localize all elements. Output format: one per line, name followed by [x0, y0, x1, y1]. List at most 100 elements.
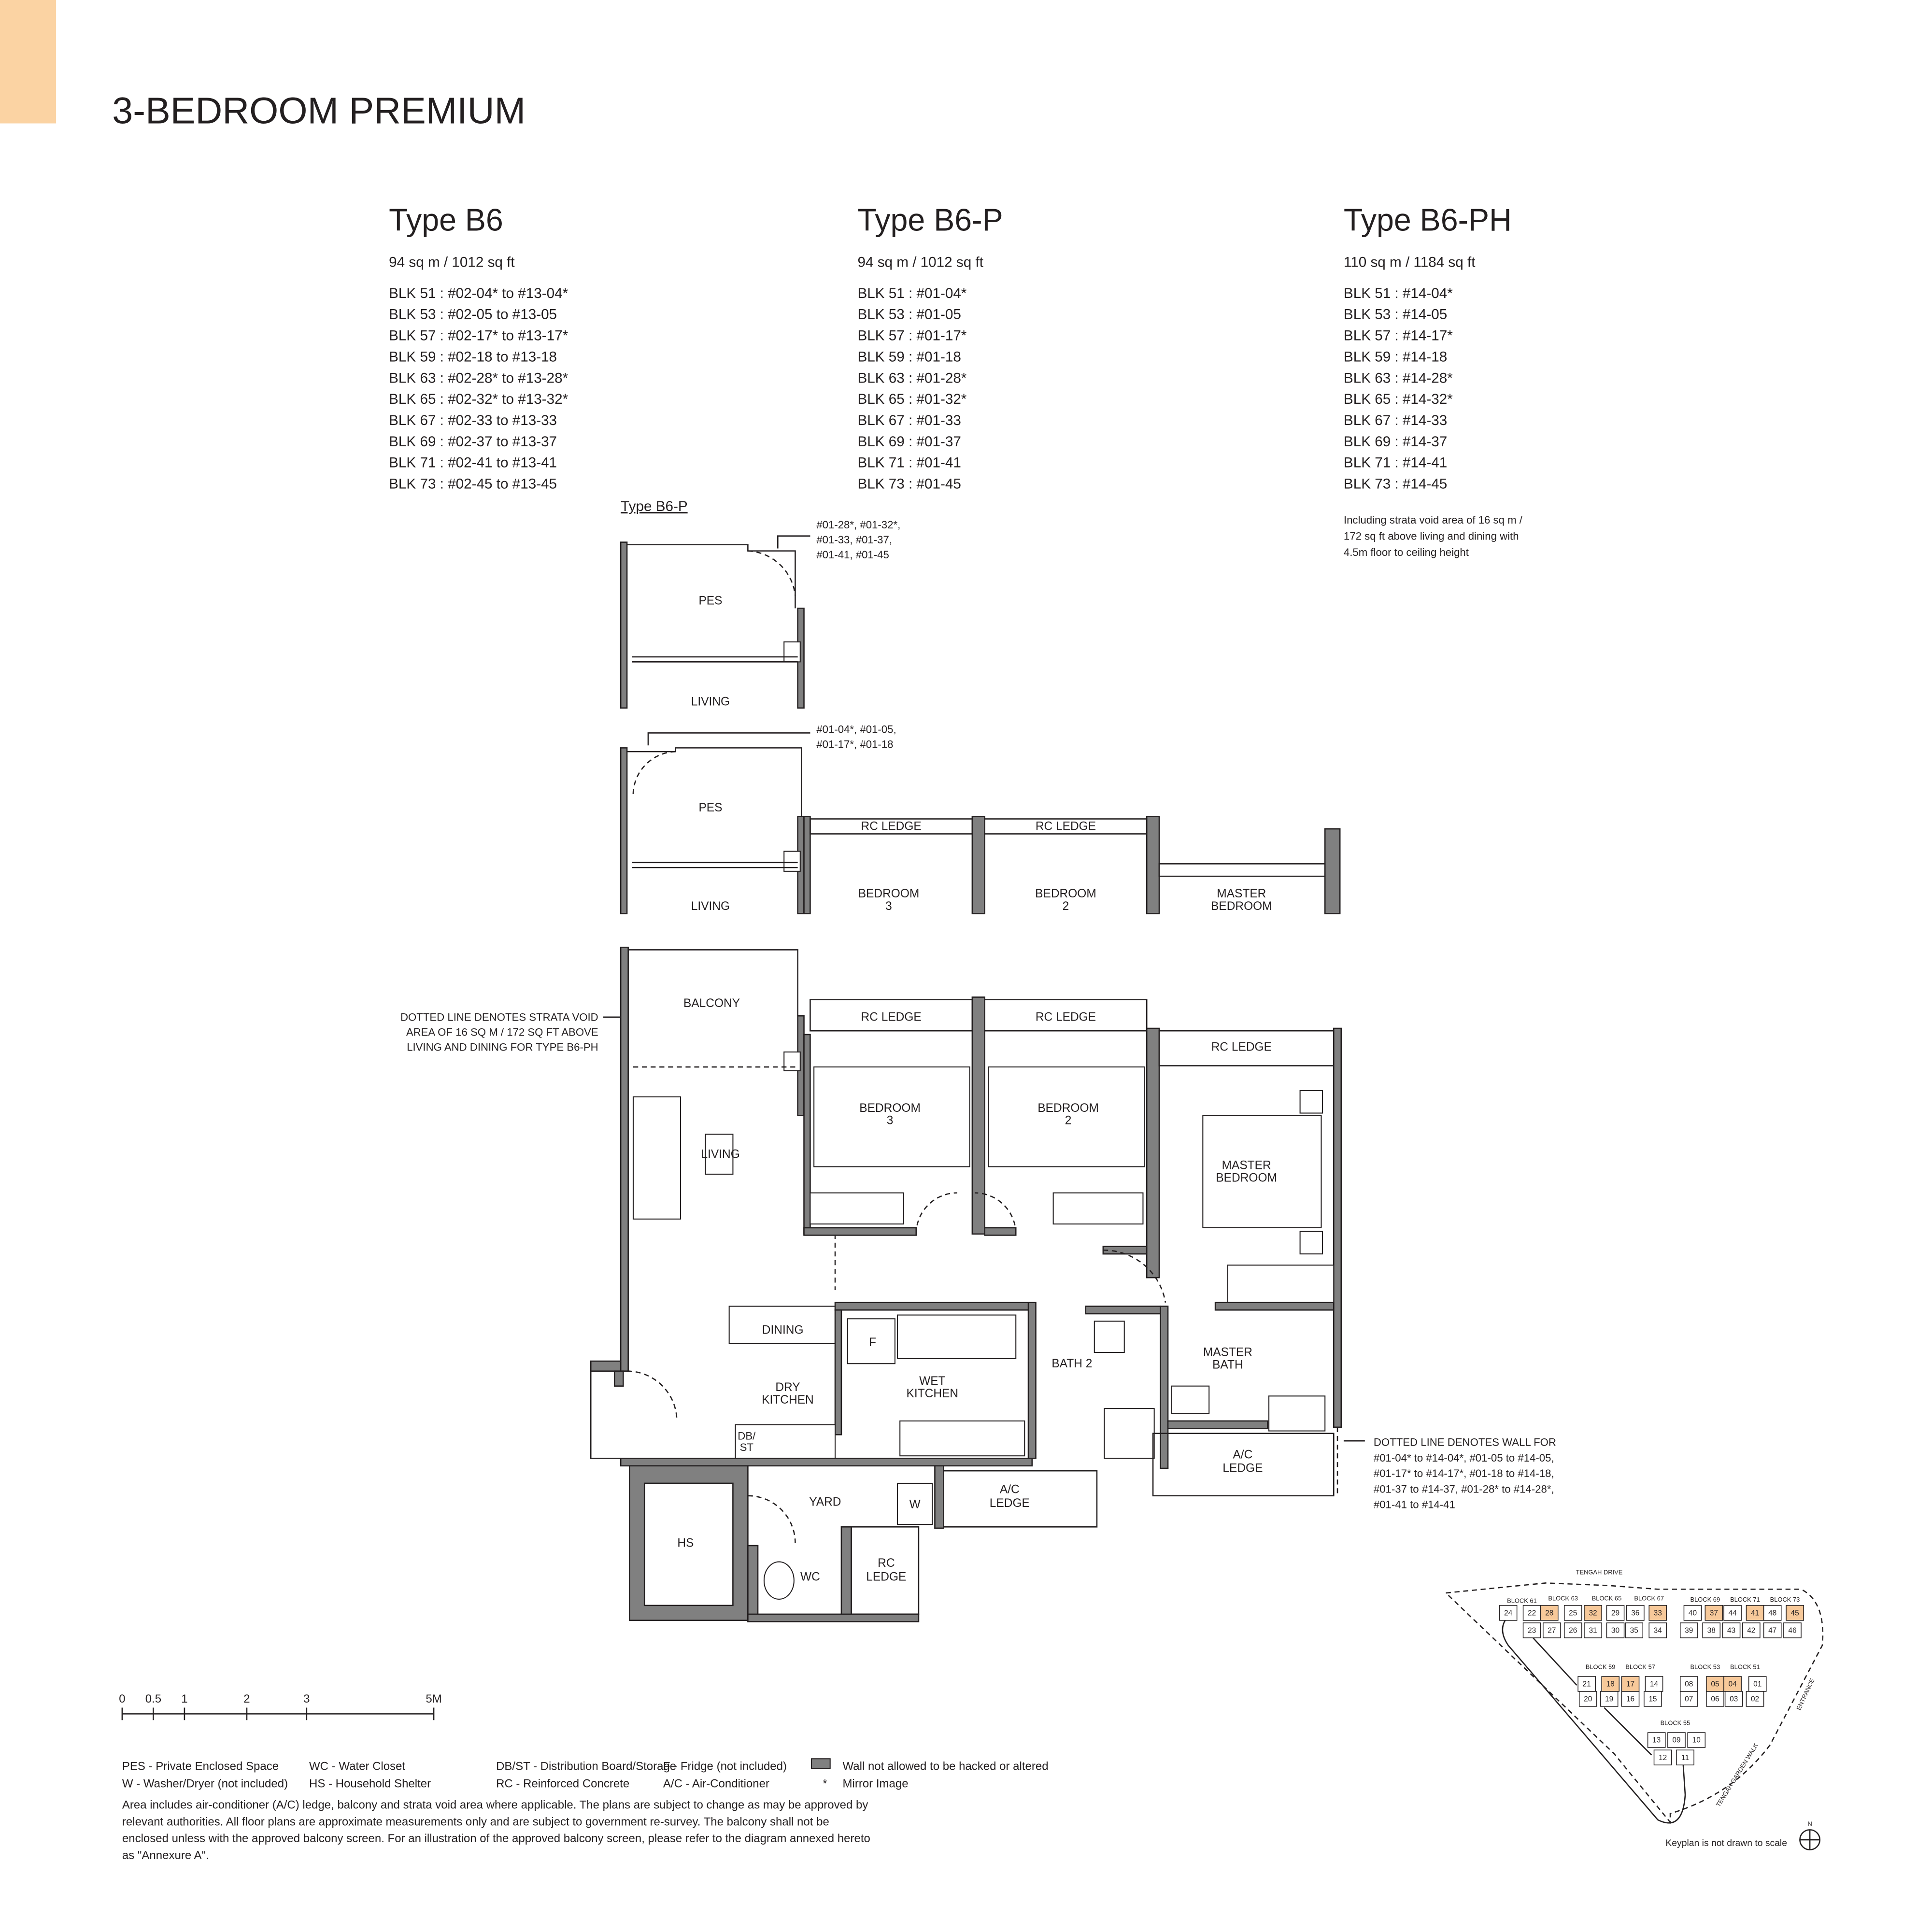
keyplan-unit-number: 15	[1648, 1695, 1657, 1704]
keyplan-unit	[1577, 1676, 1596, 1692]
keyplan-unit-number: 25	[1569, 1609, 1577, 1618]
keyplan-unit-number: 13	[1652, 1736, 1661, 1745]
block-label: BLOCK 73	[1770, 1596, 1800, 1603]
unit-range: BLK 51 : #14-04*	[1344, 285, 1453, 301]
unit-range: BLK 59 : #02-18 to #13-18	[389, 349, 557, 365]
room-living-2: LIVING	[691, 900, 730, 913]
unit-range: BLK 57 : #02-17* to #13-17*	[389, 328, 568, 344]
unit-range: BLK 67 : #02-33 to #13-33	[389, 412, 557, 428]
keyplan-unit	[1705, 1605, 1723, 1621]
unit-range: BLK 69 : #02-37 to #13-37	[389, 434, 557, 450]
keyplan-unit	[1679, 1622, 1698, 1638]
legend-item: RC - Reinforced Concrete	[496, 1777, 629, 1790]
keyplan-unit-number: 08	[1685, 1680, 1693, 1689]
keyplan-unit	[1584, 1605, 1602, 1621]
road-label: TENGAH DRIVE	[1576, 1568, 1623, 1576]
keyplan-unit-number: 06	[1711, 1695, 1719, 1704]
legend-item: HS - Household Shelter	[309, 1777, 431, 1790]
disclaimer-line: enclosed unless with the approved balcon…	[122, 1832, 870, 1845]
dotted-wall-note: #01-37 to #14-37, #01-28* to #14-28*,	[1374, 1483, 1554, 1495]
keyplan-unit-number: 45	[1791, 1609, 1799, 1618]
keyplan-unit-number: 05	[1711, 1680, 1719, 1689]
fridge-label: F	[869, 1336, 876, 1349]
keyplan-unit	[1648, 1605, 1667, 1621]
inset-note: #01-33, #01-37,	[816, 534, 892, 546]
svg-text:3: 3	[885, 900, 892, 913]
strata-void-note: AREA OF 16 SQ M / 172 SQ FT ABOVE	[406, 1026, 598, 1038]
room-bedroom2: BEDROOM	[1035, 887, 1096, 900]
keyplan-unit-number: 07	[1685, 1695, 1693, 1704]
keyplan-unit-number: 42	[1747, 1627, 1755, 1635]
unit-range: BLK 69 : #01-37	[857, 434, 961, 450]
inset-note-2: #01-04*, #01-05, #01-17*, #01-18	[816, 723, 896, 750]
keyplan-unit	[1679, 1691, 1698, 1707]
room-bedroom2-main: BEDROOM	[1037, 1102, 1099, 1115]
keyplan-unit-number: 34	[1654, 1627, 1662, 1635]
keyplan-unit-number: 10	[1692, 1736, 1701, 1745]
scale-tick-label: 3	[303, 1692, 310, 1705]
keyplan-unit	[1786, 1605, 1804, 1621]
room-rc-ledge-2: RC LEDGE	[1036, 820, 1096, 833]
legend-item: Wall not allowed to be hacked or altered	[843, 1760, 1049, 1773]
room-ac-ledge-master: A/C	[1233, 1448, 1252, 1461]
room-bath2: BATH 2	[1051, 1357, 1092, 1370]
keyplan-unit	[1543, 1622, 1561, 1638]
unit-range: BLK 67 : #14-33	[1344, 412, 1447, 428]
room-dining: DINING	[762, 1323, 804, 1336]
type-name: Type B6-P	[857, 202, 1003, 237]
keyplan-unit	[1499, 1605, 1518, 1621]
unit-range: BLK 59 : #14-18	[1344, 349, 1447, 365]
type-area: 94 sq m / 1012 sq ft	[389, 254, 515, 270]
keyplan-unit	[1606, 1605, 1625, 1621]
disclaimer-line: Area includes air-conditioner (A/C) ledg…	[122, 1799, 868, 1812]
room-living-main: LIVING	[701, 1148, 739, 1161]
scale-tick-label: 2	[243, 1692, 250, 1705]
keyplan-unit-number: 32	[1589, 1609, 1597, 1618]
keyplan-unit	[1563, 1605, 1582, 1621]
keyplan-unit-number: 03	[1730, 1695, 1738, 1704]
block-label: BLOCK 67	[1634, 1595, 1664, 1602]
unit-range: BLK 73 : #01-45	[857, 476, 961, 492]
entrance-label: ENTRANCE	[1795, 1677, 1816, 1711]
keyplan-unit	[1645, 1676, 1663, 1692]
dbst-label: DB/	[738, 1430, 756, 1442]
scale-tick-label: 1	[181, 1692, 187, 1705]
unit-range: BLK 65 : #02-32* to #13-32*	[389, 391, 568, 407]
svg-text:LEDGE: LEDGE	[1222, 1462, 1263, 1475]
keyplan-unit	[1783, 1622, 1802, 1638]
keyplan-unit-number: 27	[1548, 1627, 1556, 1635]
keyplan-unit-number: 17	[1626, 1680, 1634, 1689]
legend-item: W - Washer/Dryer (not included)	[122, 1777, 288, 1790]
dotted-wall-note: #01-41 to #14-41	[1374, 1499, 1455, 1511]
keyplan-unit-number: 01	[1753, 1680, 1762, 1689]
keyplan-unit-number: 29	[1611, 1609, 1619, 1618]
keyplan-unit-number: 43	[1727, 1627, 1735, 1635]
keyplan-unit	[1706, 1676, 1724, 1692]
main-floor-plan: BALCONY LIVING RC LEDGE RC LEDGE BEDROOM…	[590, 947, 1342, 1622]
keyplan-unit	[1606, 1622, 1625, 1638]
svg-text:KITCHEN: KITCHEN	[762, 1393, 814, 1406]
block-label: BLOCK 61	[1507, 1597, 1537, 1605]
room-bedroom3-main: BEDROOM	[859, 1102, 921, 1115]
wall-legend-swatch	[810, 1758, 831, 1769]
block-label: BLOCK 59	[1586, 1663, 1616, 1670]
block-label: BLOCK 71	[1730, 1596, 1760, 1603]
keyplan-unit-number: 36	[1631, 1609, 1639, 1618]
legend-item: A/C - Air-Conditioner	[663, 1777, 769, 1790]
disclaimer-line: relevant authorities. All floor plans ar…	[122, 1815, 829, 1828]
dotted-wall-note: #01-17* to #14-17*, #01-18 to #14-18,	[1374, 1467, 1554, 1479]
room-rc-ledge-4: RC LEDGE	[1036, 1011, 1096, 1024]
keyplan-unit	[1702, 1622, 1721, 1638]
keyplan-unit-number: 33	[1654, 1609, 1662, 1618]
keyplan-unit-number: 11	[1681, 1754, 1689, 1762]
unit-range: BLK 65 : #01-32*	[857, 391, 966, 407]
keyplan-unit	[1578, 1691, 1597, 1707]
unit-range: BLK 53 : #01-05	[857, 307, 961, 323]
inset-note: #01-17*, #01-18	[816, 738, 893, 750]
inset-label: Type B6-P	[621, 498, 687, 514]
inset-note: #01-04*, #01-05,	[816, 723, 896, 735]
inset-note-1: #01-28*, #01-32*,#01-33, #01-37,#01-41, …	[816, 519, 900, 561]
room-rc-ledge-yard: RC	[878, 1557, 895, 1570]
